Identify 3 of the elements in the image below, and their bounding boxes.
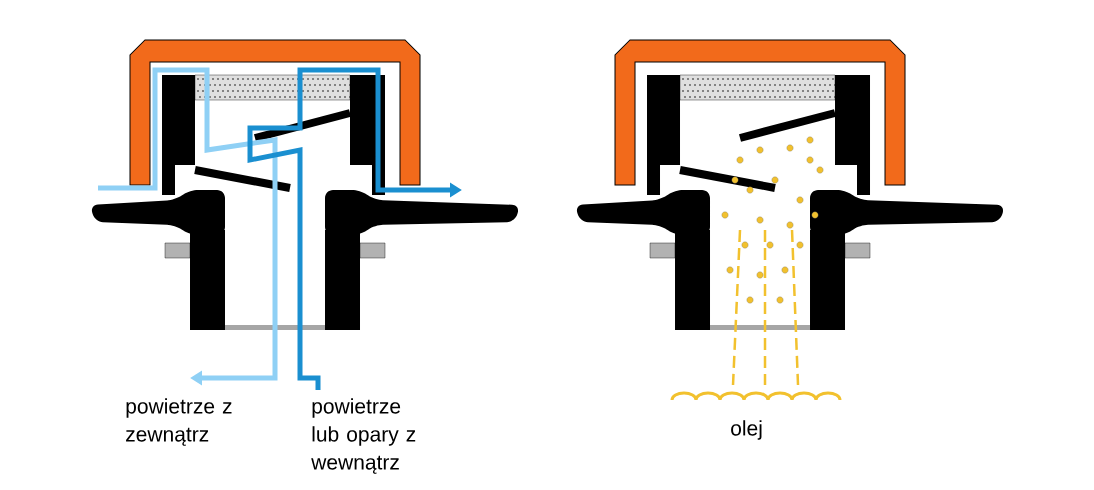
- caption-text: olej: [731, 420, 762, 440]
- caption-text: powietrze lub opary z wewnątrz: [311, 398, 416, 474]
- caption-text: powietrze z zewnątrz: [126, 398, 232, 446]
